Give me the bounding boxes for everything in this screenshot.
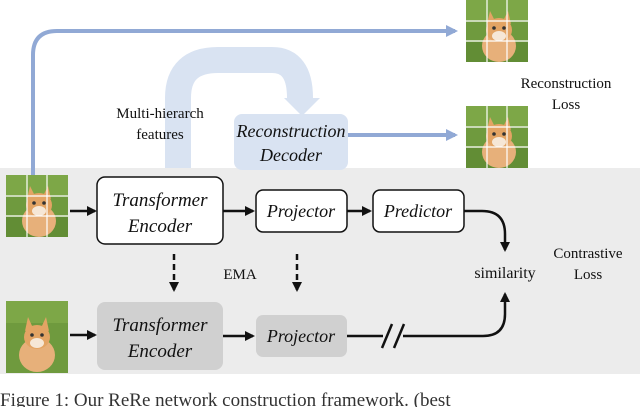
- stop-gradient-slash-2: [392, 323, 406, 349]
- figure-caption: Figure 1: Our ReRe network construction …: [0, 391, 451, 407]
- multi-hierarch-feature-arrow: [165, 47, 313, 168]
- framework-diagram: Reconstruction Decoder Reconstruction Lo…: [0, 0, 640, 374]
- reconstruction-loss-label-1: Reconstruction: [521, 76, 612, 92]
- target-encoder-box: [97, 302, 223, 370]
- target-projector-label: Projector: [266, 326, 336, 346]
- transformer-encoder-label-2: Encoder: [127, 216, 193, 237]
- target-to-similarity-arrow: [347, 292, 510, 338]
- reconstruction-decoder-box: [234, 114, 348, 170]
- target-encoder-label-2: Encoder: [127, 341, 193, 362]
- ema-label: EMA: [223, 267, 257, 283]
- reconstructed-image: [465, 105, 529, 169]
- target-encoder-label-1: Transformer: [112, 315, 208, 336]
- projector-label: Projector: [266, 201, 336, 221]
- multi-hierarch-arrowhead: [284, 98, 320, 116]
- multi-hierarch-label-2: features: [136, 127, 184, 143]
- similarity-label: similarity: [474, 265, 535, 282]
- contrastive-loss-label-2: Loss: [574, 267, 603, 283]
- multi-hierarch-label-1: Multi-hierarch: [116, 106, 204, 122]
- input-skip-arrow: [31, 25, 458, 175]
- reconstruction-decoder-label-1: Reconstruction: [236, 121, 346, 141]
- target-image-top: [465, 0, 529, 63]
- input-image-target: [6, 301, 68, 373]
- predictor-label: Predictor: [383, 201, 453, 221]
- transformer-encoder-label-1: Transformer: [112, 190, 208, 211]
- target-projector-box: [256, 315, 347, 357]
- reconstruction-decoder-label-2: Decoder: [259, 145, 323, 165]
- input-image-masked: [5, 174, 69, 238]
- reconstruction-loss-label-2: Loss: [552, 97, 581, 113]
- stop-gradient-slash-1: [380, 323, 394, 349]
- contrastive-loss-label-1: Contrastive: [553, 246, 622, 262]
- predictor-to-similarity-arrow: [464, 209, 510, 252]
